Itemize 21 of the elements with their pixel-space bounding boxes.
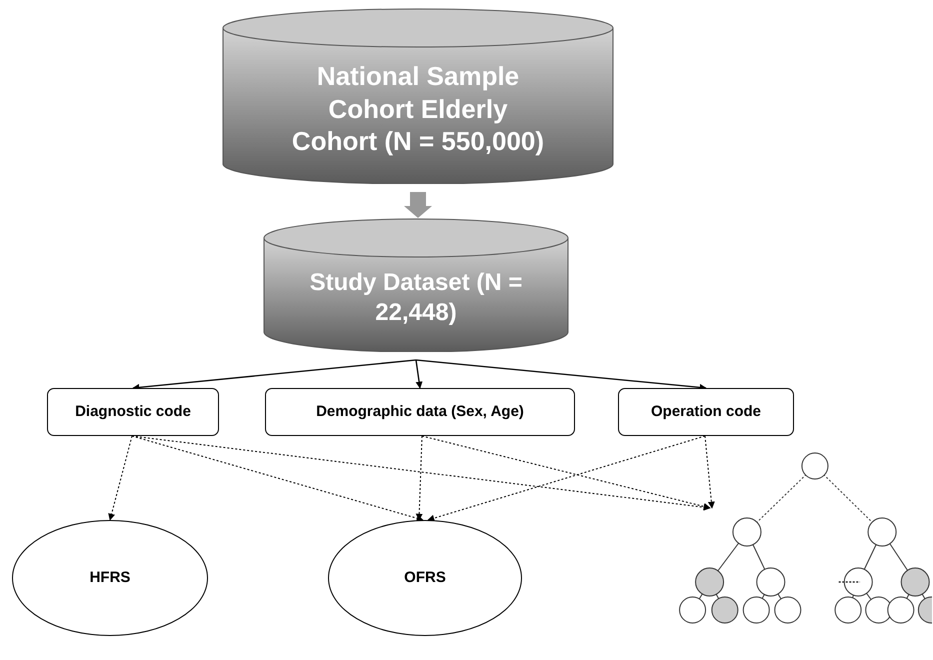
- node-label: OFRS: [404, 568, 446, 588]
- arrow: [108, 436, 132, 521]
- dataset-label: National Sample Cohort Elderly Cohort (N = 550,000): [290, 60, 546, 158]
- node-label: Demographic data (Sex, Age): [316, 402, 524, 422]
- arrow: [427, 436, 706, 522]
- node-label: Diagnostic code: [75, 402, 191, 422]
- block-arrow: [404, 192, 432, 218]
- arrow: [422, 436, 711, 510]
- process-box: [265, 388, 575, 436]
- dataset-label: Study Dataset (N = 22,448): [308, 268, 524, 328]
- arrow: [415, 360, 423, 389]
- arrow: [704, 436, 715, 509]
- node-label: HFRS: [90, 568, 130, 588]
- arrow: [132, 436, 711, 511]
- arrow: [132, 359, 416, 391]
- arrow: [132, 436, 424, 522]
- arrow: [416, 359, 707, 391]
- node-label: Operation code: [650, 402, 762, 422]
- process-box: [47, 388, 219, 436]
- arrow: [416, 436, 423, 521]
- process-box: [618, 388, 794, 436]
